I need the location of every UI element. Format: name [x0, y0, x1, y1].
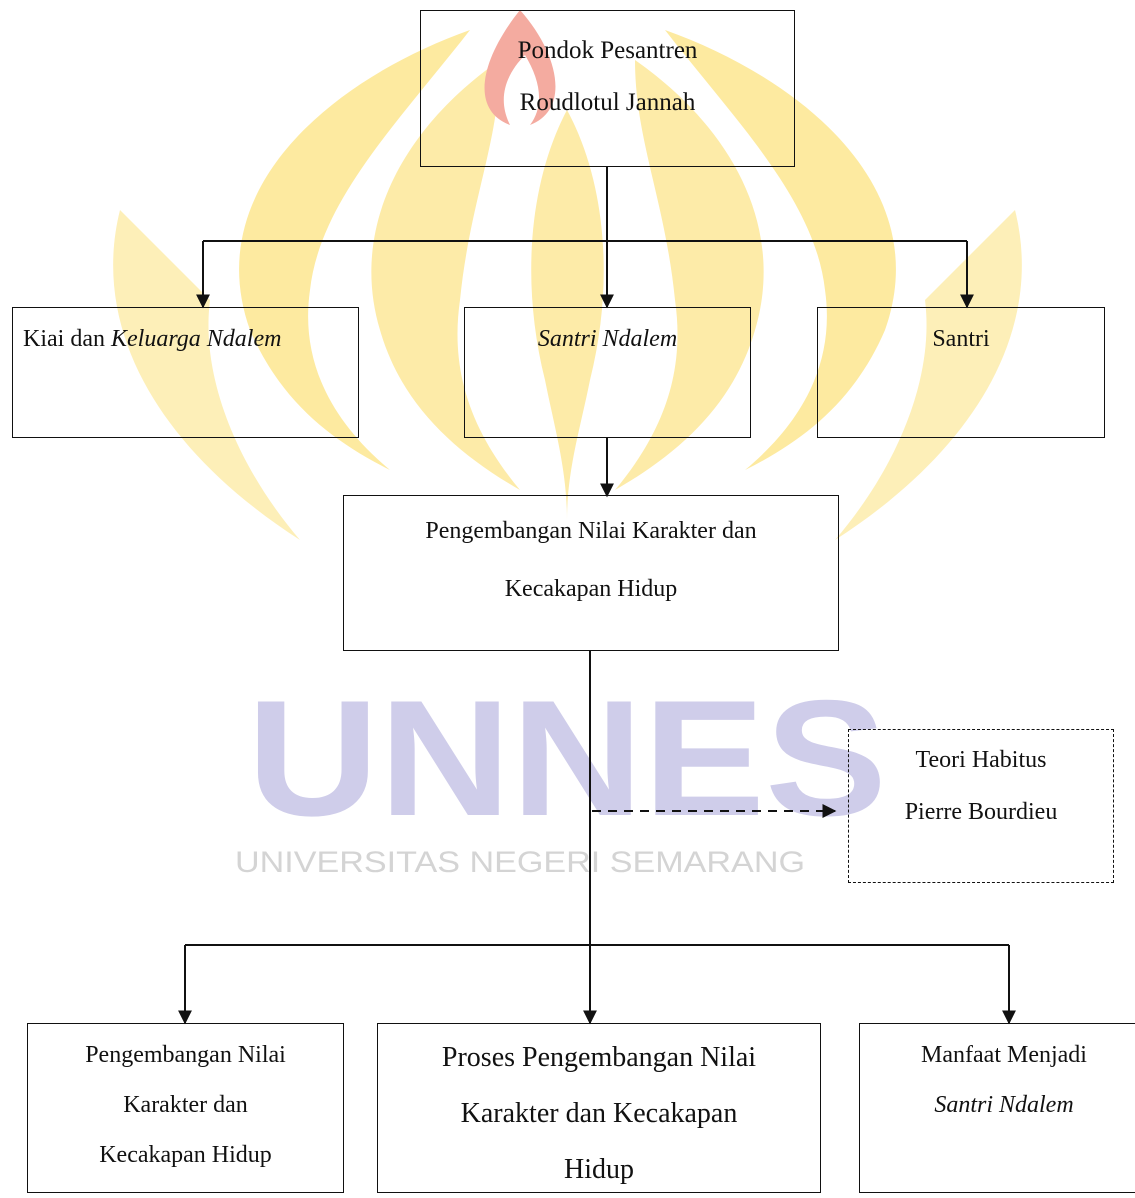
node-pondok-line1: Pondok Pesantren: [517, 37, 698, 64]
node-pengembangan-center: Pengembangan Nilai Karakter dan Kecakapa…: [343, 495, 839, 651]
node-teori-habitus: Teori Habitus Pierre Bourdieu: [848, 729, 1114, 883]
node-out1-line2: Karakter dan: [123, 1092, 248, 1118]
flame-right-outer: [665, 30, 896, 470]
node-pondok-line2: Roudlotul Jannah: [519, 89, 696, 116]
node-output-manfaat: Manfaat Menjadi Santri Ndalem: [859, 1023, 1135, 1193]
flame-right-low: [835, 210, 1022, 540]
node-center-line2: Kecakapan Hidup: [504, 576, 678, 602]
node-santri-ndalem: Santri Ndalem: [464, 307, 751, 438]
node-kiai-italic: Keluarga Ndalem: [110, 326, 282, 352]
node-kiai-keluarga: Kiai dan Keluarga Ndalem: [12, 307, 359, 438]
node-out1-line1: Pengembangan Nilai: [85, 1042, 286, 1068]
node-out2-line1: Proses Pengembangan Nilai: [441, 1042, 757, 1073]
node-kiai-prefix: Kiai dan: [23, 326, 111, 352]
node-theory-line1: Teori Habitus: [915, 747, 1047, 773]
node-out2-line3: Hidup: [564, 1154, 634, 1185]
node-center-line1: Pengembangan Nilai Karakter dan: [425, 518, 757, 544]
flame-left-low: [113, 210, 300, 540]
flame-right-inner: [615, 60, 764, 490]
node-santri-ndalem-label: Santri Ndalem: [537, 326, 678, 352]
flame-left-inner: [371, 60, 520, 490]
unnes-watermark-text: UNNES: [247, 666, 887, 850]
node-out3-line1: Manfaat Menjadi: [921, 1042, 1087, 1068]
flame-center: [531, 110, 604, 520]
node-output-proses: Proses Pengembangan Nilai Karakter dan K…: [377, 1023, 821, 1193]
node-theory-line2: Pierre Bourdieu: [904, 799, 1058, 825]
node-out3-italic: Santri Ndalem: [934, 1092, 1074, 1118]
node-out1-line3: Kecakapan Hidup: [99, 1142, 272, 1168]
node-output-pengembangan: Pengembangan Nilai Karakter dan Kecakapa…: [27, 1023, 344, 1193]
node-santri: Santri: [817, 307, 1105, 438]
node-santri-label: Santri: [932, 326, 990, 352]
university-watermark-text: UNIVERSITAS NEGERI SEMARANG: [235, 846, 805, 879]
flame-red-tip: [484, 10, 556, 125]
node-out2-line2: Karakter dan Kecakapan: [460, 1098, 738, 1129]
unnes-flame-logo: [113, 10, 1022, 540]
flame-left-outer: [239, 30, 470, 470]
node-pondok-pesantren: Pondok Pesantren Roudlotul Jannah: [420, 10, 795, 167]
